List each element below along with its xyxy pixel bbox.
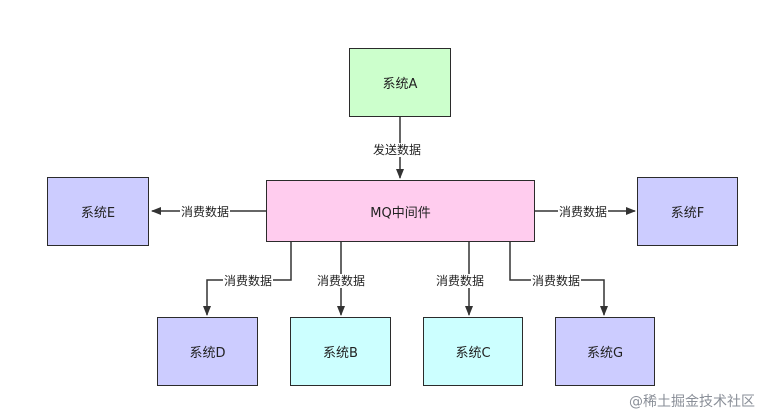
edge-label-consume-e: 消费数据 bbox=[180, 205, 231, 219]
edge-label-consume-d: 消费数据 bbox=[223, 274, 274, 288]
edge-label-consume-c: 消费数据 bbox=[435, 274, 486, 288]
watermark: @稀土掘金技术社区 bbox=[629, 394, 755, 410]
edge-label-send: 发送数据 bbox=[372, 143, 423, 157]
node-system-g: 系统G bbox=[555, 317, 655, 386]
node-system-a: 系统A bbox=[349, 48, 451, 117]
node-system-d: 系统D bbox=[157, 317, 258, 386]
node-system-c: 系统C bbox=[423, 317, 523, 386]
edge-label-consume-f: 消费数据 bbox=[558, 205, 609, 219]
node-system-b: 系统B bbox=[290, 317, 391, 386]
edge-label-consume-b: 消费数据 bbox=[316, 274, 367, 288]
edge-label-consume-g: 消费数据 bbox=[531, 274, 582, 288]
node-system-e: 系统E bbox=[47, 177, 149, 246]
node-system-f: 系统F bbox=[637, 177, 738, 246]
node-mq-middleware: MQ中间件 bbox=[266, 180, 535, 242]
